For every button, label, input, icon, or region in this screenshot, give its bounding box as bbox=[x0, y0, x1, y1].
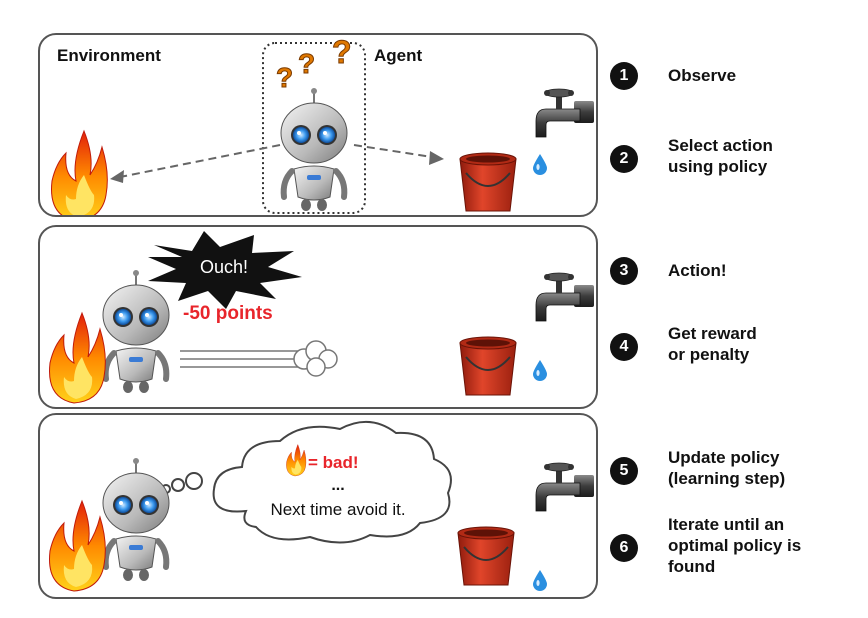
robot-icon bbox=[103, 458, 169, 581]
thought-bad-text: = bad! bbox=[308, 453, 359, 472]
tap-icon bbox=[535, 88, 595, 138]
motion-lines bbox=[180, 350, 298, 368]
fire-icon bbox=[49, 312, 106, 404]
step-4: 4 Get reward or penalty bbox=[610, 323, 858, 365]
panel-action: Ouch! -50 points bbox=[38, 225, 598, 409]
step-text: Select action using policy bbox=[668, 136, 773, 176]
fire-icon bbox=[51, 130, 108, 215]
step-1: 1 Observe bbox=[610, 60, 858, 90]
tap-icon bbox=[535, 272, 595, 322]
step-text: Iterate until an optimal policy is found bbox=[668, 515, 802, 576]
step-text: Observe bbox=[668, 66, 737, 85]
ouch-text: Ouch! bbox=[200, 257, 248, 277]
thought-cloud bbox=[161, 421, 452, 544]
svg-text:?: ? bbox=[298, 48, 315, 79]
steps-list: 1 Observe 2 Select action using policy 3… bbox=[610, 0, 860, 618]
step-text: Action! bbox=[668, 261, 727, 280]
step-text: Get reward or penalty bbox=[668, 324, 757, 364]
bucket-icon bbox=[457, 526, 515, 586]
thought-text: Next time avoid it. bbox=[270, 500, 405, 519]
step-number: 1 bbox=[610, 62, 638, 90]
agent-boundary bbox=[262, 42, 366, 214]
water-drop-icon bbox=[533, 360, 547, 381]
robot-icon bbox=[281, 88, 347, 211]
bucket-icon bbox=[459, 152, 517, 212]
tap-icon bbox=[535, 462, 595, 512]
panel-observe: Environment Agent ??? bbox=[38, 33, 598, 217]
step-6: 6 Iterate until an optimal policy is fou… bbox=[610, 514, 858, 577]
question-marks-icon: ??? bbox=[276, 35, 353, 94]
step-text: Update policy (learning step) bbox=[668, 448, 786, 488]
step-number: 3 bbox=[610, 257, 638, 285]
fire-icon bbox=[49, 500, 106, 592]
agent-label: Agent bbox=[374, 46, 423, 65]
arrow-to-bucket bbox=[353, 144, 433, 158]
arrow-to-fire bbox=[119, 144, 281, 178]
thought-ellipsis: ... bbox=[331, 477, 344, 494]
panel-update: = bad! ... Next time avoid it. bbox=[38, 413, 598, 599]
dust-cloud-icon bbox=[293, 340, 338, 377]
environment-label: Environment bbox=[57, 46, 161, 65]
step-number: 4 bbox=[610, 333, 638, 361]
step-number: 5 bbox=[610, 457, 638, 485]
water-drop-icon bbox=[533, 570, 547, 591]
ouch-burst-icon bbox=[148, 231, 302, 309]
step-number: 2 bbox=[610, 145, 638, 173]
svg-text:?: ? bbox=[276, 62, 293, 93]
svg-text:?: ? bbox=[332, 35, 352, 70]
water-drop-icon bbox=[533, 154, 547, 175]
step-number: 6 bbox=[610, 534, 638, 562]
robot-icon bbox=[103, 270, 169, 393]
bucket-icon bbox=[459, 336, 517, 396]
step-2: 2 Select action using policy bbox=[610, 135, 858, 177]
step-3: 3 Action! bbox=[610, 255, 858, 285]
step-5: 5 Update policy (learning step) bbox=[610, 447, 858, 489]
penalty-text: -50 points bbox=[183, 303, 273, 324]
